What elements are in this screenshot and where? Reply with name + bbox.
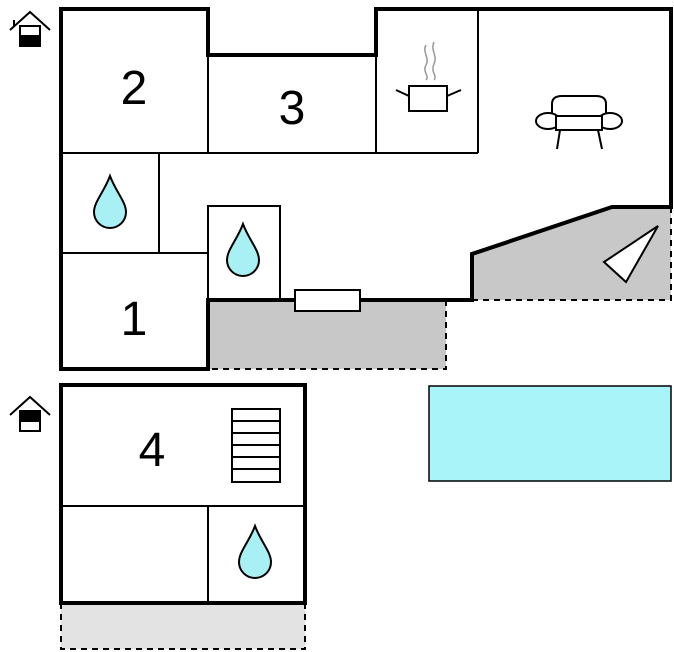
cooking-pot-icon (395, 41, 462, 112)
room-2-label: 2 (121, 62, 148, 115)
water-drop-icon (237, 523, 273, 579)
room-4-label: 4 (139, 424, 166, 477)
balcony-edge (60, 603, 306, 650)
room-1-label: 1 (121, 293, 148, 346)
window-icon (294, 289, 361, 312)
interior-walls (61, 9, 479, 301)
room-3-label: 3 (279, 82, 306, 135)
balcony (61, 603, 305, 649)
terrace-south-edge (208, 300, 447, 370)
water-drop-icon (225, 221, 261, 277)
terrace-south (208, 300, 446, 369)
sofa-icon (535, 95, 623, 150)
house-floor-upper-icon (9, 395, 51, 432)
upper-floor-outline (59, 383, 307, 605)
stairs-icon (231, 408, 281, 483)
pool (428, 385, 672, 482)
house-floor-ground-icon (9, 10, 51, 47)
ground-floor-outline (59, 7, 673, 371)
water-drop-icon (92, 173, 128, 229)
fireplace-icon (602, 225, 659, 284)
upper-interior-walls (61, 505, 305, 603)
terrace-east-edge (472, 207, 672, 301)
